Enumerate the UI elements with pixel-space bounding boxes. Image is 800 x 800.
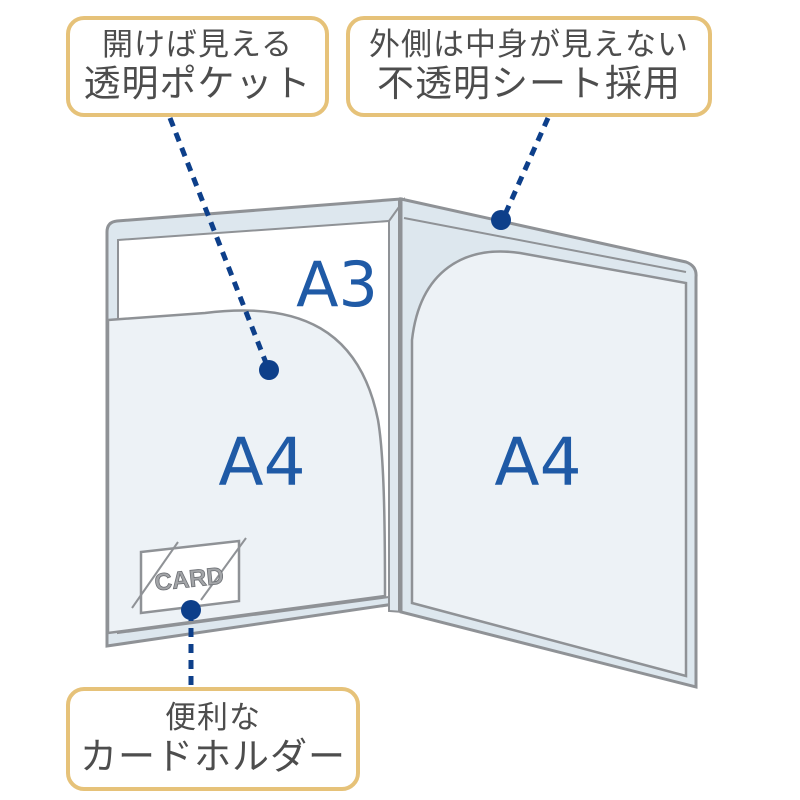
card-holder: CARD [131, 537, 247, 615]
callout-clear-pocket: 開けば見える 透明ポケット [66, 16, 329, 117]
callout-card-holder: 便利な カードホルダー [66, 687, 360, 791]
right-a4-pocket [410, 250, 688, 678]
pointer-card-holder [181, 600, 201, 686]
callout-clear-pocket-line1: 開けば見える [101, 27, 294, 64]
pointer-opaque-sheet [491, 116, 551, 230]
right-front-pocket-label: A4 [494, 424, 581, 501]
right-panel [399, 197, 698, 689]
callout-opaque-sheet: 外側は中身が見えない 不透明シート採用 [346, 16, 712, 117]
pointer-dot-opaque-sheet [491, 210, 511, 230]
pointer-dot-clear-pocket [259, 360, 279, 380]
left-top-pocket-label: A3 [296, 248, 378, 321]
pointer-dot-card-holder [181, 600, 201, 620]
callout-card-holder-line1: 便利な [165, 699, 261, 736]
card-label: CARD [153, 562, 225, 596]
left-front-pocket-label: A4 [218, 424, 305, 501]
callout-clear-pocket-line2: 透明ポケット [83, 62, 312, 106]
pointer-clear-pocket [167, 117, 279, 380]
right-panel-top-edge [403, 217, 687, 273]
callout-opaque-sheet-line2: 不透明シート採用 [377, 62, 681, 106]
callout-card-holder-line2: カードホルダー [80, 734, 346, 778]
callout-opaque-sheet-line1: 外側は中身が見えない [369, 27, 689, 64]
